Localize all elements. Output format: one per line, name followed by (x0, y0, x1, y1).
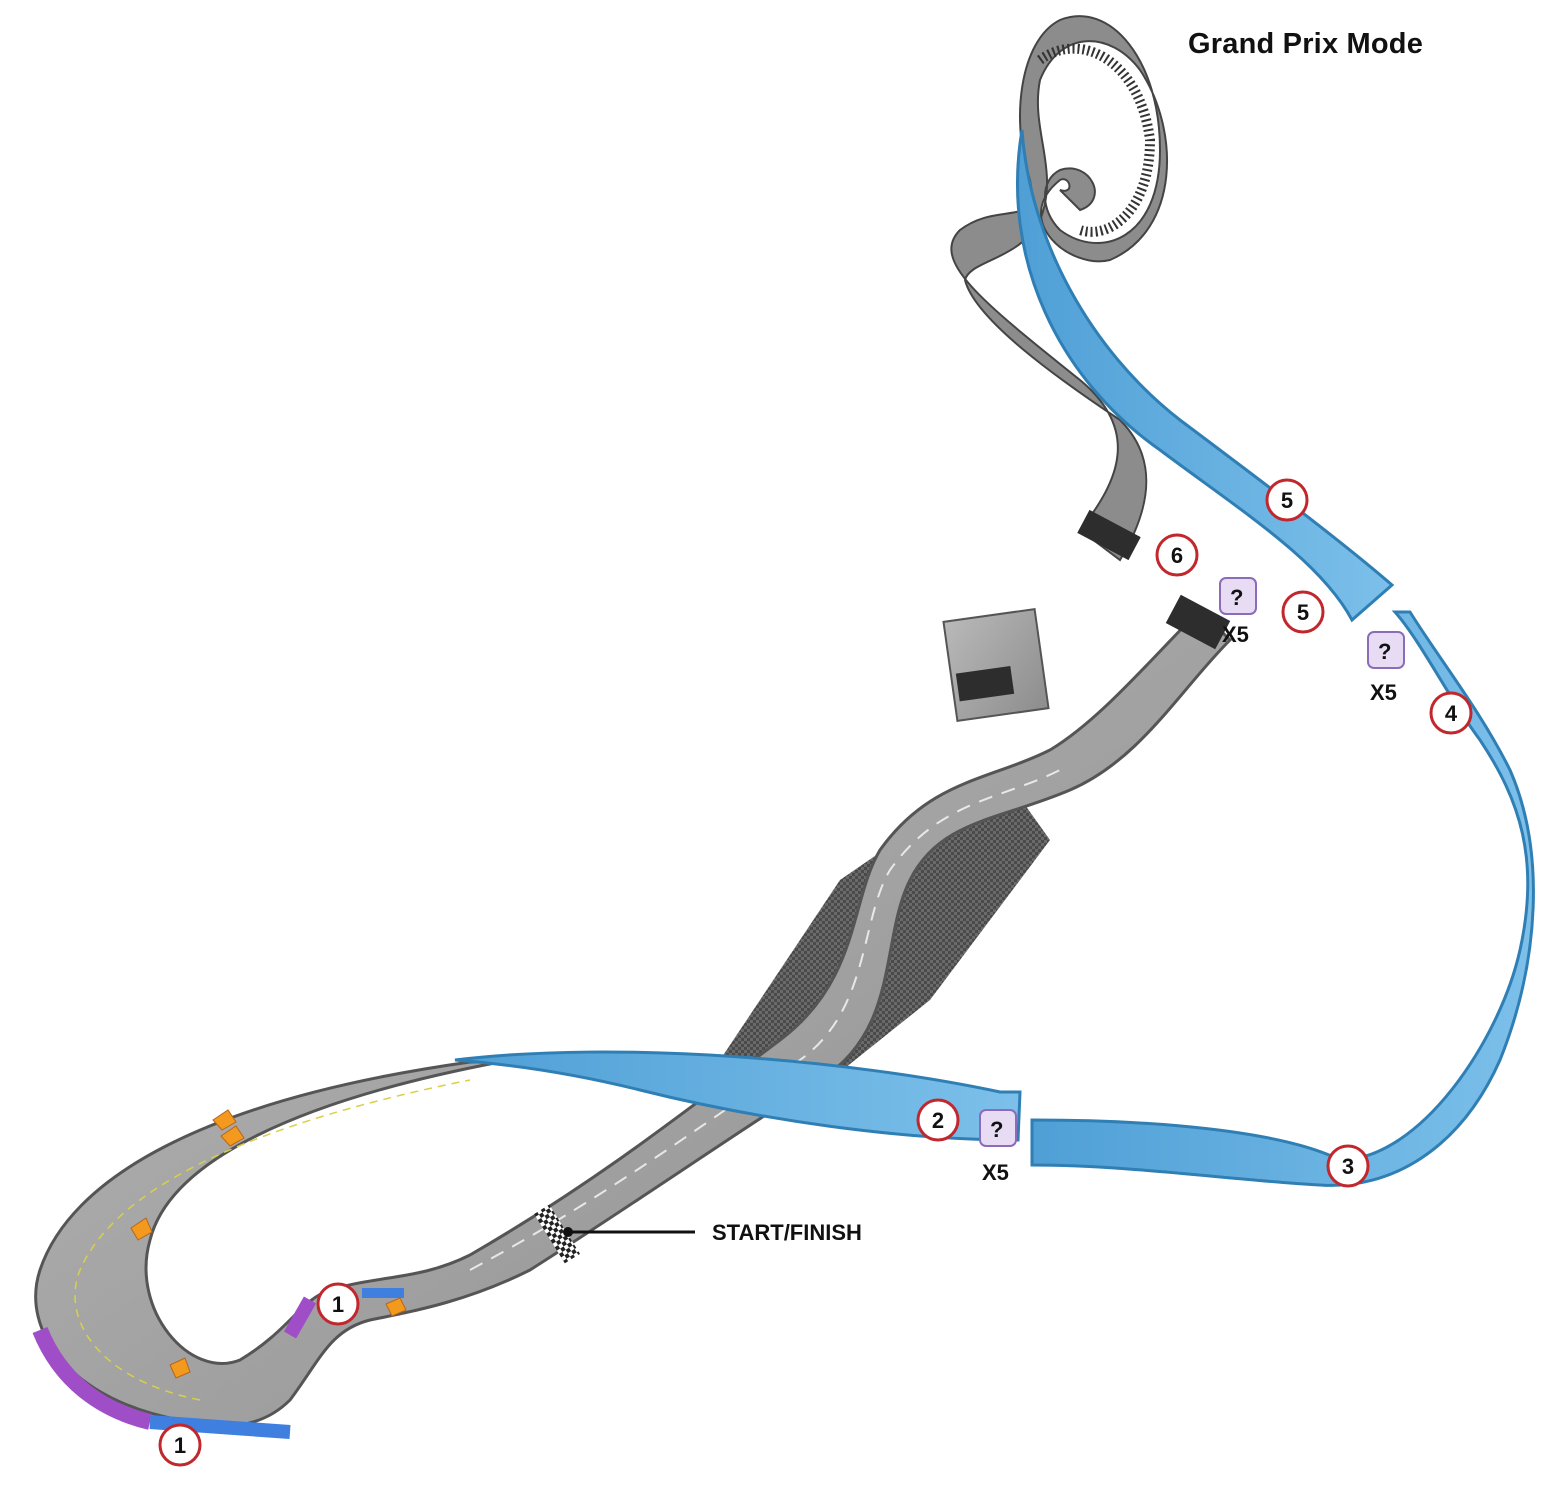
boost-pad-purple-left (32, 1326, 152, 1430)
marker-5-lower: 5 (1281, 590, 1325, 634)
marker-3: 3 (1326, 1144, 1370, 1188)
svg-text:4: 4 (1445, 701, 1458, 726)
marker-2: 2 (916, 1098, 960, 1142)
svg-text:?: ? (1230, 585, 1243, 610)
marker-1-bottom: 1 (158, 1423, 202, 1467)
item-box-junction-icon: ? (1219, 577, 1257, 615)
drop-block-upper (1077, 509, 1141, 561)
svg-text:3: 3 (1342, 1154, 1354, 1179)
gray-track (34, 607, 1233, 1428)
start-finish-line (533, 1204, 581, 1264)
svg-text:5: 5 (1281, 488, 1293, 513)
multiplier-label-crossing: X5 (982, 1160, 1009, 1185)
start-finish-label: START/FINISH (712, 1220, 862, 1245)
marker-1-inner: 1 (316, 1282, 360, 1326)
boost-pad-purple-inner (283, 1296, 317, 1339)
marker-6: 6 (1155, 533, 1199, 577)
boost-pad-blue-bottom (149, 1415, 291, 1439)
svg-text:?: ? (1378, 639, 1391, 664)
spiral-ramp (950, 15, 1169, 562)
svg-text:5: 5 (1297, 600, 1309, 625)
boost-arrows (130, 1109, 407, 1379)
detached-track-piece (942, 607, 1050, 723)
marker-5-upper: 5 (1265, 478, 1309, 522)
svg-text:2: 2 (932, 1108, 944, 1133)
item-box-crossing-icon: ? (979, 1109, 1017, 1147)
svg-text:1: 1 (174, 1433, 186, 1458)
marker-4: 4 (1429, 691, 1473, 735)
svg-text:1: 1 (332, 1292, 344, 1317)
page-title: Grand Prix Mode (1188, 28, 1424, 60)
svg-text:6: 6 (1171, 543, 1183, 568)
svg-text:?: ? (990, 1117, 1003, 1142)
item-box-right-icon: ? (1367, 631, 1405, 669)
blue-ramp (1015, 129, 1395, 623)
multiplier-label-right: X5 (1370, 680, 1397, 705)
drop-block-junction (1165, 594, 1231, 650)
multiplier-label-junction: X5 (1222, 622, 1249, 647)
boost-pad-blue-inner (362, 1288, 404, 1298)
